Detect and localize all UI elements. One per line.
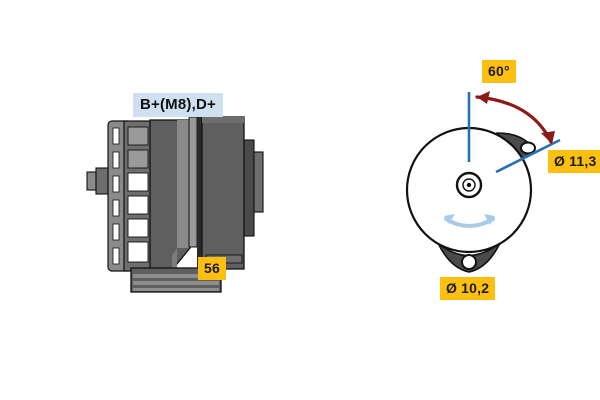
alternator-side-view (86, 116, 264, 293)
mounting-hole-top (520, 141, 536, 155)
housing-seam (188, 116, 202, 269)
mounting-hole-bottom (461, 254, 477, 270)
alternator-end-view (405, 91, 561, 273)
terminal-label-callout: B+(M8),D+ (133, 93, 223, 117)
shaft-center-marker (455, 171, 483, 199)
rear-stud (86, 167, 109, 195)
bottom-hole-diameter-callout: Ø 10,2 (440, 277, 496, 300)
end-cap-boss (243, 139, 264, 237)
angle-label-callout: 60° (482, 60, 516, 83)
angled-reference-line-icon (495, 138, 561, 174)
top-hole-diameter-callout: Ø 11,3 (548, 150, 600, 173)
drive-end-housing (149, 119, 191, 271)
foot-label-callout: 56 (198, 257, 226, 280)
angle-arc-double-arrow-icon (475, 91, 555, 144)
rotation-double-arrow-icon (444, 214, 495, 228)
